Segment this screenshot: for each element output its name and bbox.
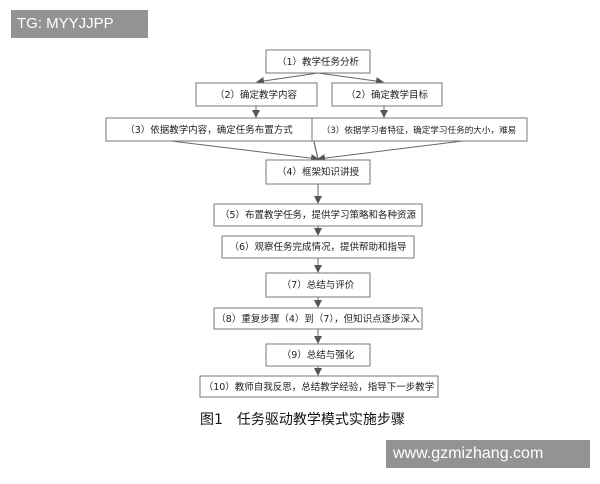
node-8-label: （8）重复步骤（4）到（7），但知识点逐步深入 — [216, 313, 420, 325]
node-8-box — [213, 307, 423, 330]
node-8: （8）重复步骤（4）到（7），但知识点逐步深入 — [213, 307, 423, 330]
nodes: （1）教学任务分析 （2）确定教学内容 （2）确定教学目标 （3）依据教学内容，… — [105, 49, 528, 398]
node-2a-label: （2）确定教学内容 — [215, 89, 298, 101]
figure-caption: 图1 任务驱动教学模式实施步骤 — [200, 412, 405, 428]
node-2b: （2）确定教学目标 — [331, 82, 443, 107]
node-10-box — [199, 375, 439, 398]
node-2b-box — [331, 82, 443, 107]
node-2a-box — [195, 82, 318, 107]
node-9-label: （9）总结与强化 — [282, 349, 355, 361]
node-5-box — [213, 203, 423, 227]
watermark-bottom: www.gzmizhang.com — [386, 440, 590, 468]
node-4-label: （4）框架知识讲授 — [277, 166, 360, 178]
node-5-label: （5）布置教学任务，提供学习策略和各种资源 — [220, 209, 417, 221]
node-6-box — [221, 235, 415, 259]
node-2a: （2）确定教学内容 — [195, 82, 318, 107]
node-9: （9）总结与强化 — [265, 343, 371, 367]
node-1-label: （1）教学任务分析 — [277, 56, 360, 68]
node-1-box — [265, 49, 371, 74]
node-4: （4）框架知识讲授 — [265, 159, 371, 185]
node-7-label: （7）总结与评价 — [282, 279, 355, 291]
edge-1-2a — [256, 72, 319, 85]
node-1: （1）教学任务分析 — [265, 49, 371, 74]
node-7: （7）总结与评价 — [265, 272, 371, 298]
node-4-box — [265, 159, 371, 185]
node-10-label: （10）教师自我反思，总结教学经验，指导下一步教学 — [204, 381, 435, 393]
watermark-top: TG: MYYJJPP — [11, 10, 148, 38]
node-7-box — [265, 272, 371, 298]
node-6-label: （6）观察任务完成情况，提供帮助和指导 — [229, 241, 406, 253]
node-6: （6）观察任务完成情况，提供帮助和指导 — [221, 235, 415, 259]
edge-1-2b — [317, 72, 384, 86]
node-10: （10）教师自我反思，总结教学经验，指导下一步教学 — [199, 375, 439, 398]
node-3b-label: （3）依据学习者特征，确定学习任务的大小，难易 — [322, 124, 517, 136]
node-3a-label: （3）依据教学内容，确定任务布置方式 — [125, 124, 293, 136]
node-3a: （3）依据教学内容，确定任务布置方式 — [105, 117, 313, 142]
node-2b-label: （2）确定教学目标 — [346, 89, 429, 101]
node-3b-box — [311, 117, 528, 142]
node-5: （5）布置教学任务，提供学习策略和各种资源 — [213, 203, 423, 227]
node-3b: （3）依据学习者特征，确定学习任务的大小，难易 — [311, 117, 528, 142]
node-9-box — [265, 343, 371, 367]
